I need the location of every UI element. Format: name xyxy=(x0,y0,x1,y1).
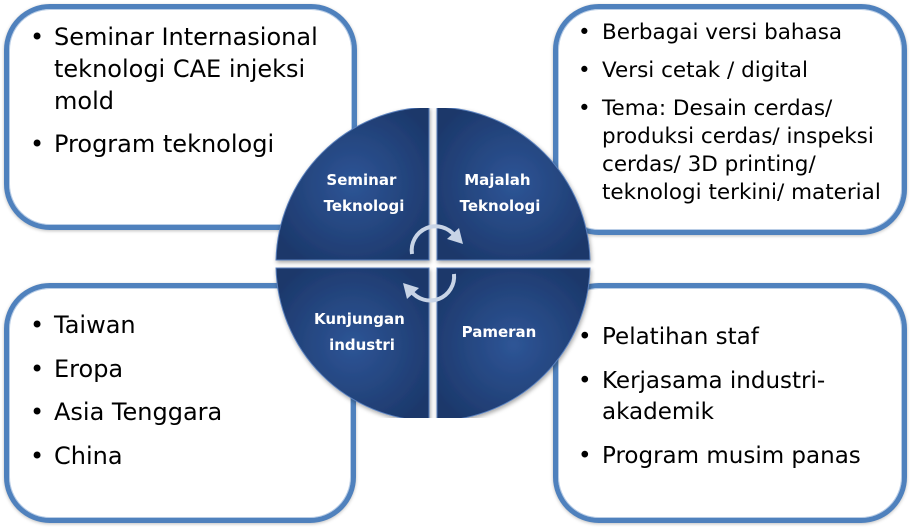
box-seminar-details: Seminar Internasional teknologi CAE inje… xyxy=(4,4,357,230)
list-item: Kerjasama industri-akademik xyxy=(576,366,892,428)
arrow-head-icon xyxy=(403,283,419,299)
quadrant-kunjungan-industri xyxy=(275,267,430,418)
list-item: Taiwan xyxy=(28,309,335,341)
quadrant-seminar-teknologi xyxy=(275,108,430,261)
quadrant-majalah-teknologi xyxy=(436,108,591,261)
quadrant-label-pameran: Pameran xyxy=(462,323,537,341)
list-item: Seminar Internasional teknologi CAE inje… xyxy=(28,21,336,117)
list-item: China xyxy=(28,440,335,472)
box-exhibition-details: Pelatihan staf Kerjasama industri-akadem… xyxy=(553,283,907,523)
arrow-head-icon xyxy=(447,228,463,244)
quadrant-label-majalah: Majalah Teknologi xyxy=(460,171,541,215)
bullet-list: Seminar Internasional teknologi CAE inje… xyxy=(9,9,352,160)
list-item: Program teknologi xyxy=(28,128,336,160)
bullet-list: Taiwan Eropa Asia Tenggara China xyxy=(9,288,351,472)
bullet-list: Pelatihan staf Kerjasama industri-akadem… xyxy=(558,288,902,472)
list-item: Pelatihan staf xyxy=(576,322,892,353)
quadrant-label-kunjungan: Kunjungan industri xyxy=(314,310,410,354)
cycle-arrows-icon xyxy=(409,224,457,303)
list-item: Asia Tenggara xyxy=(28,396,335,428)
quadrant-pameran xyxy=(436,267,591,418)
cycle-diagram: Seminar Teknologi Majalah Teknologi Kunj… xyxy=(275,108,591,418)
list-item: Versi cetak / digital xyxy=(576,57,892,85)
list-item: Berbagai versi bahasa xyxy=(576,19,892,47)
list-item: Tema: Desain cerdas/ produksi cerdas/ in… xyxy=(576,95,892,207)
list-item: Program musim panas xyxy=(576,441,892,472)
box-magazine-details: Berbagai versi bahasa Versi cetak / digi… xyxy=(553,4,907,235)
quadrant-label-seminar: Seminar Teknologi xyxy=(324,171,405,215)
list-item: Eropa xyxy=(28,353,335,385)
bullet-list: Berbagai versi bahasa Versi cetak / digi… xyxy=(558,9,902,207)
